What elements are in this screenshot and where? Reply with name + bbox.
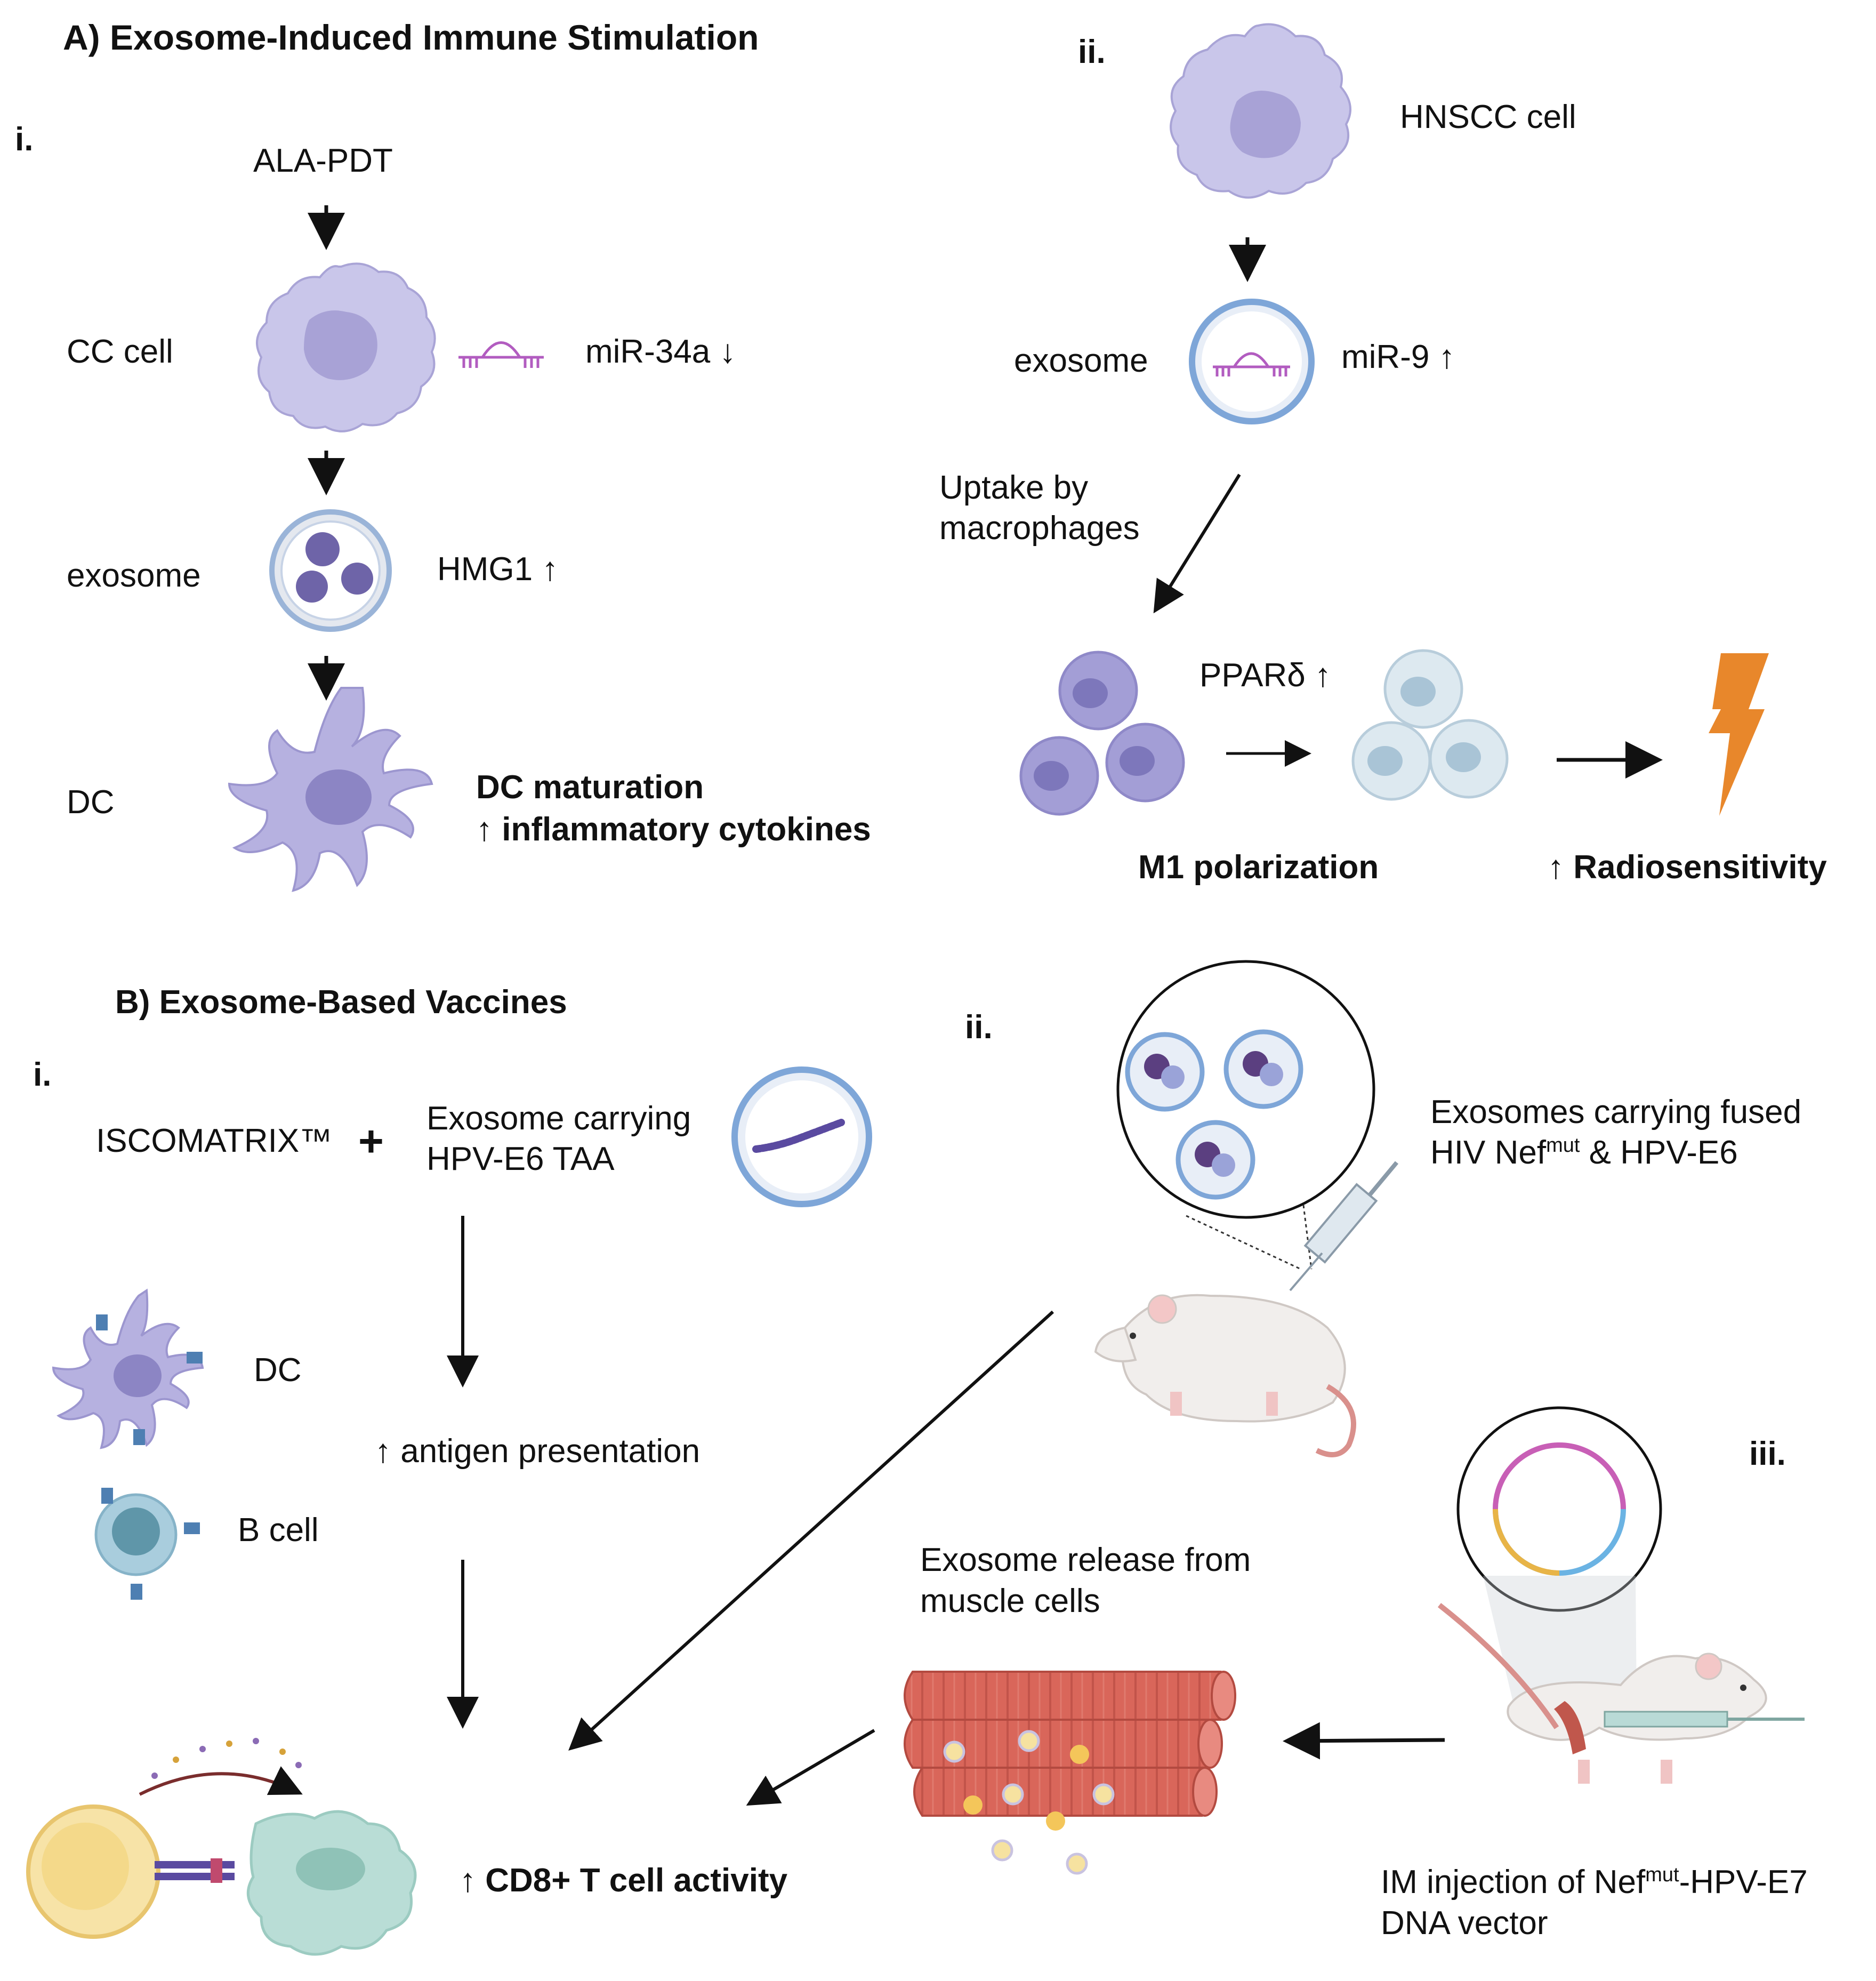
cd8-activity-label: ↑ CD8+ T cell activity	[460, 1862, 788, 1899]
dendritic-cell-icon	[228, 687, 433, 892]
exosome-carrying-line1: Exosome carrying	[426, 1100, 691, 1137]
exosome-label-ai: exosome	[67, 557, 201, 594]
ppar-label: PPARδ ↑	[1199, 657, 1331, 694]
exosome-carrying-line2: HPV-E6 TAA	[426, 1141, 615, 1177]
mir34a-label: miR-34a ↓	[585, 333, 736, 370]
muscle-fibers-icon	[904, 1671, 1236, 1875]
panel-a-ii-label: ii.	[1078, 34, 1106, 70]
inflammatory-cytokines-label: ↑ inflammatory cytokines	[476, 811, 871, 848]
radiosensitivity-label: ↑ Radiosensitivity	[1548, 849, 1827, 886]
cc-cell-label: CC cell	[67, 333, 173, 370]
antigen-presentation-label: ↑ antigen presentation	[375, 1433, 700, 1470]
exosome-hmg-icon	[269, 509, 392, 632]
m1-macrophages-icon	[1351, 649, 1509, 801]
release-label-line2: muscle cells	[920, 1583, 1100, 1619]
dc-label-ai: DC	[67, 784, 115, 821]
m1-polarization-label: M1 polarization	[1138, 849, 1379, 886]
panel-b-i-label: i.	[33, 1056, 51, 1093]
m0-macrophages-icon	[1019, 651, 1185, 816]
panel-a-i-label: i.	[15, 121, 33, 158]
bcell-label: B cell	[238, 1512, 319, 1549]
b-cell-icon	[94, 1488, 200, 1600]
panel-a-title: A) Exosome-Induced Immune Stimulation	[63, 18, 759, 57]
hmg1-label: HMG1 ↑	[437, 551, 558, 588]
hnscc-label: HNSCC cell	[1400, 99, 1576, 135]
uptake-label-line1: Uptake by	[939, 469, 1088, 506]
release-label-line1: Exosome release from	[920, 1542, 1251, 1578]
mirna-icon	[458, 341, 544, 368]
arrow-mouse-to-muscle	[1283, 1722, 1445, 1760]
dc-b-panel-icon	[52, 1288, 204, 1449]
lightning-icon	[1709, 653, 1769, 816]
arrow-mouse-to-cd8	[568, 1310, 1054, 1751]
arrow-uptake	[1153, 474, 1241, 614]
dc-label-bi: DC	[254, 1352, 302, 1389]
exosome-mirna-icon	[1189, 299, 1315, 424]
panel-b-ii-label: ii.	[965, 1009, 993, 1046]
uptake-label-line2: macrophages	[939, 510, 1140, 547]
fused-label-line2: HIV Nefmut & HPV-E6	[1430, 1134, 1738, 1171]
exosome-zoom-circle-icon	[1116, 960, 1375, 1270]
mouse-ii-icon	[1094, 1294, 1356, 1457]
panel-b-title: B) Exosome-Based Vaccines	[115, 984, 567, 1021]
exosome-label-aii: exosome	[1014, 342, 1148, 379]
im-injection-line1: IM injection of Nefmut-HPV-E7	[1381, 1864, 1808, 1900]
dc-maturation-label: DC maturation	[476, 769, 704, 806]
mouse-iii-icon	[1437, 1603, 1805, 1784]
syringe-icon	[1289, 1161, 1399, 1292]
exosome-peptide-icon	[731, 1066, 872, 1207]
im-injection-line2: DNA vector	[1381, 1905, 1548, 1942]
hnscc-cell-icon	[1170, 23, 1351, 199]
plus-sign: +	[358, 1117, 384, 1166]
iscomatrix-label: ISCOMATRIX™	[96, 1122, 332, 1159]
mir9-label: miR-9 ↑	[1341, 339, 1455, 375]
arrow-muscle-to-cd8	[746, 1729, 875, 1806]
fused-label-line1: Exosomes carrying fused	[1430, 1094, 1801, 1130]
t-cell-killing-icon	[26, 1738, 417, 1956]
panel-b-iii-label: iii.	[1749, 1435, 1786, 1472]
dna-vector-zoom-icon	[1456, 1406, 1662, 1706]
ala-pdt-label: ALA-PDT	[253, 142, 393, 179]
cc-cell-icon	[256, 262, 436, 432]
